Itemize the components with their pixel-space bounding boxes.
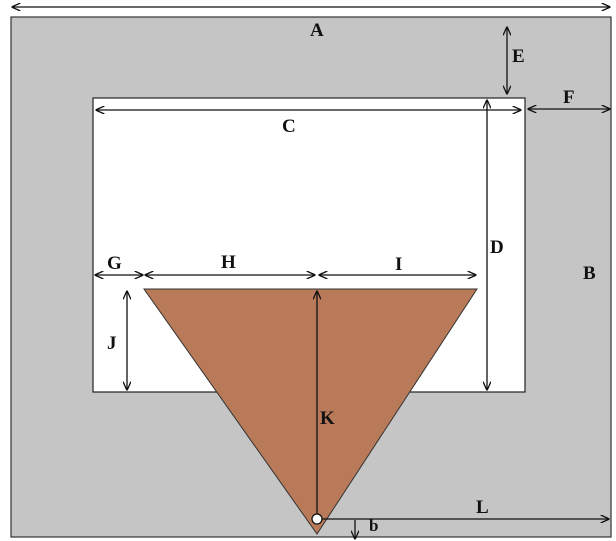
- label-e: E: [512, 46, 525, 67]
- label-k: K: [320, 408, 335, 429]
- label-f: F: [563, 87, 575, 108]
- label-g: G: [107, 253, 122, 274]
- pivot-circle: [311, 513, 323, 525]
- label-j: J: [107, 333, 117, 354]
- triangle-wedge: [143, 288, 478, 535]
- label-l: L: [476, 497, 489, 518]
- label-a: A: [310, 20, 324, 41]
- label-c: C: [282, 116, 296, 137]
- label-d: D: [490, 237, 504, 258]
- label-small-b: b: [369, 516, 378, 535]
- label-h: H: [221, 252, 236, 273]
- label-i: I: [395, 254, 402, 275]
- label-b: B: [583, 263, 596, 284]
